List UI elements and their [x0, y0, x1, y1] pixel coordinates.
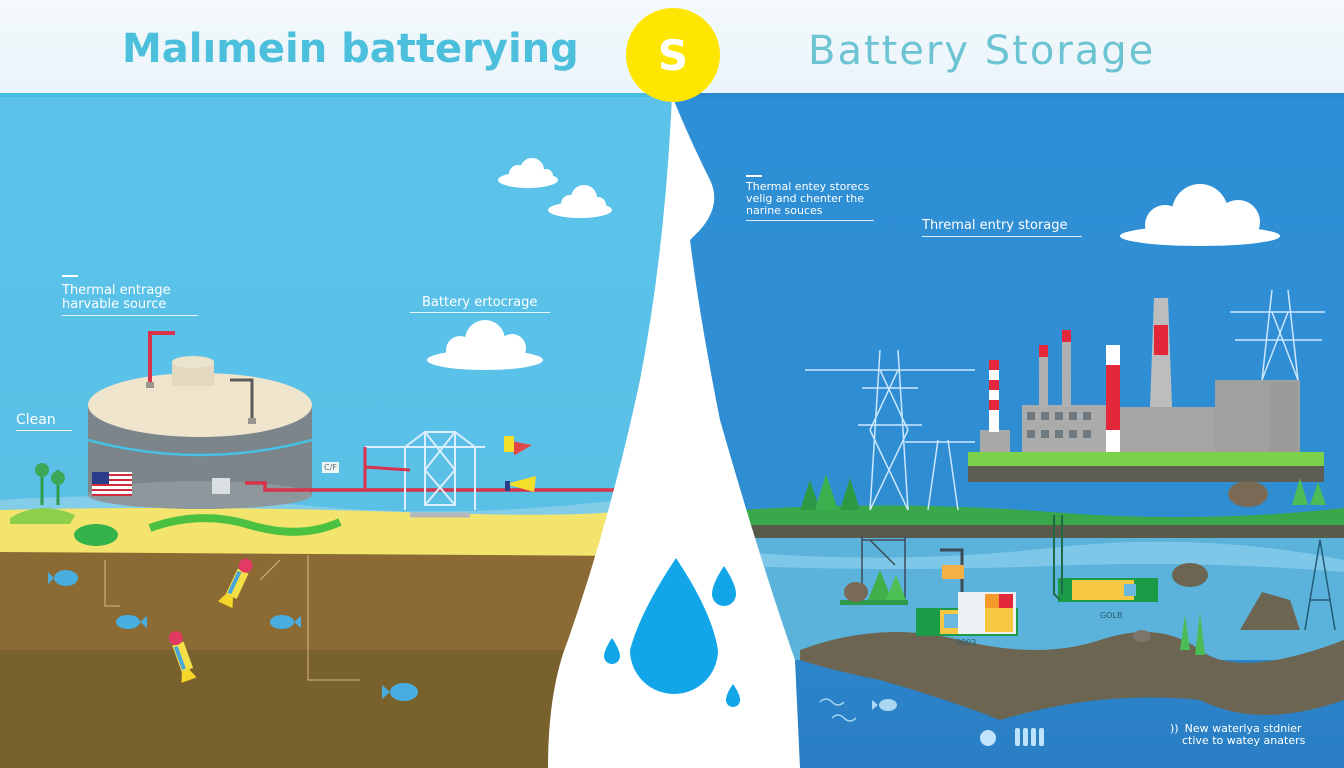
bottom-note-line2: ctive to watey anaters	[1182, 734, 1306, 747]
label-dash	[746, 175, 762, 177]
left-panel-top-border	[0, 93, 672, 97]
module-label: GOLB	[1100, 611, 1123, 620]
underground-details	[104, 555, 360, 681]
bottom-icons	[980, 728, 1044, 746]
module-label: 0003	[956, 638, 977, 647]
thermal-storage-label: Thremal entry storage	[922, 219, 1082, 237]
water-drop-icon	[604, 558, 740, 707]
bottom-note-label: )) New waterlya stdnier ctive to watey a…	[1170, 723, 1305, 747]
thermal-source-line2: harvable source	[62, 297, 167, 312]
bottom-note-marker: ))	[1170, 722, 1179, 735]
left-ground	[0, 496, 640, 768]
bottom-note-line1: New waterlya stdnier	[1184, 722, 1302, 735]
tree-icon	[800, 474, 1326, 510]
left-vegetation-icon	[10, 463, 342, 546]
cloud-icon	[427, 158, 1280, 370]
clean-label: Clean	[16, 413, 72, 431]
tank-tag-label: C/F	[322, 462, 339, 473]
thermal-source-label: Thermal entrage harvable source	[62, 284, 198, 316]
truss-structure-icon	[363, 431, 485, 518]
label-dash	[62, 275, 78, 277]
power-pylon-icon	[805, 289, 1325, 511]
note-line2: velig and chenter the	[746, 192, 864, 205]
thermal-source-line1: Thermal entrage	[62, 283, 171, 298]
storage-tank-icon	[87, 331, 620, 509]
fish-icon	[819, 698, 897, 722]
note-line1: Thermal entey storecs	[746, 180, 870, 193]
right-panel-top-border	[672, 93, 1344, 97]
power-plant-icon	[968, 298, 1324, 482]
thermal-note-label: Thermal entey storecs velig and chenter …	[746, 181, 874, 221]
seed-pod-icon	[168, 558, 253, 683]
sun-badge-letter: S	[657, 30, 689, 80]
center-drop-shape	[548, 96, 800, 768]
battery-storage-label: Battery ertocrage	[410, 296, 550, 313]
kite-icon	[504, 436, 536, 492]
note-line3: narine souces	[746, 204, 823, 217]
title-left: Malımein batterying	[122, 26, 579, 72]
battery-module-icon	[840, 515, 1336, 655]
title-right: Battery Storage	[808, 28, 1156, 74]
fish-icon	[48, 570, 418, 701]
sun-badge-icon: S	[626, 8, 720, 102]
